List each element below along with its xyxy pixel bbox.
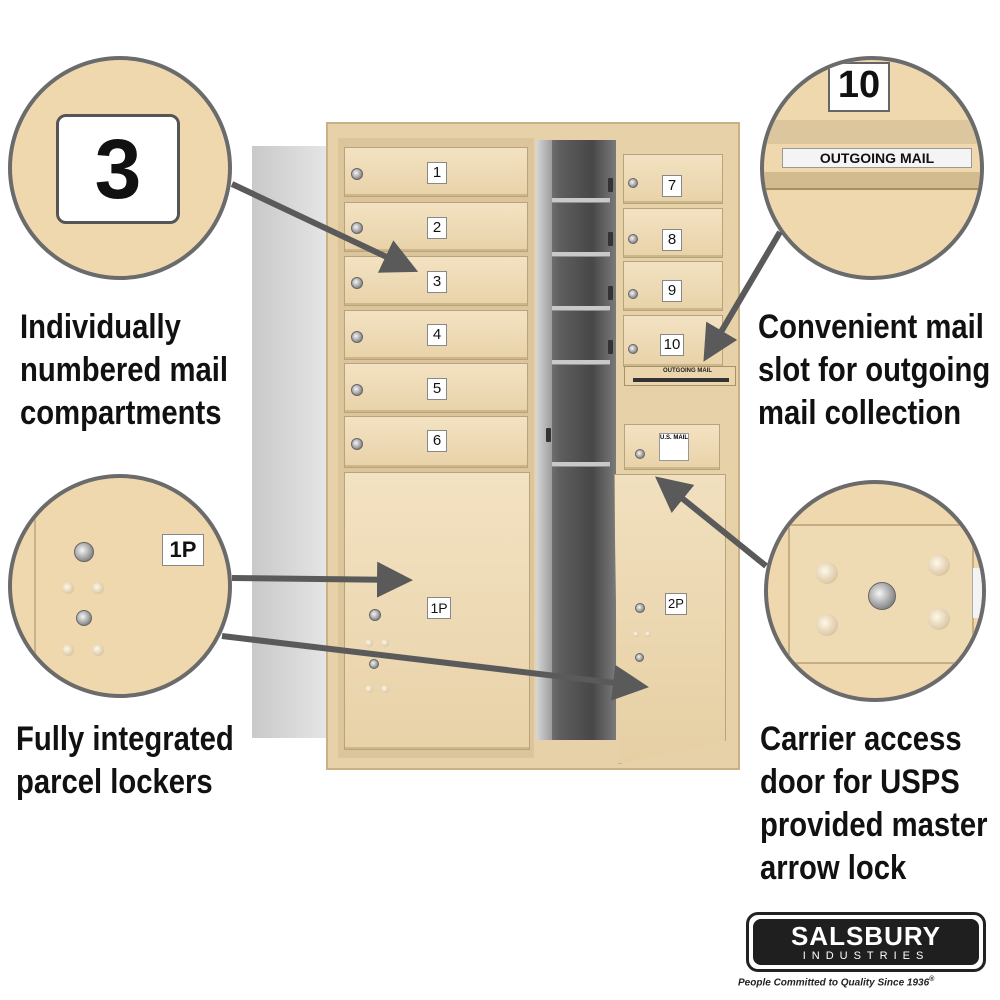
outgoing-slot-opening — [633, 378, 729, 382]
zoom-slot-label: OUTGOING MAIL — [782, 148, 972, 168]
compartment-number: 10 — [660, 334, 684, 356]
compartment-door[interactable]: 6 — [344, 416, 528, 468]
compartment-door[interactable]: 9 — [623, 261, 723, 311]
interior-shelf — [552, 306, 610, 311]
compartment-number: 2 — [427, 217, 447, 239]
arrow-lock-icon — [868, 582, 896, 610]
lock-icon — [628, 344, 638, 354]
arrow-lock-icon — [635, 449, 645, 459]
rivet — [365, 639, 373, 647]
compartment-door[interactable]: 5 — [344, 363, 528, 413]
brand-tagline: People Committed to Quality Since 1936® — [738, 976, 935, 989]
compartment-door[interactable]: 7 — [623, 154, 723, 204]
lock-icon — [628, 234, 638, 244]
rivet — [92, 644, 104, 656]
interior-shelf — [552, 198, 610, 203]
zoom-circle-numbered: 3 — [8, 56, 232, 280]
hinge — [608, 232, 613, 246]
compartment-number: 5 — [427, 378, 447, 400]
caption-outgoing: Convenient mail slot for outgoing mail c… — [758, 308, 991, 432]
hinge — [608, 286, 613, 300]
compartment-number: 6 — [427, 430, 447, 452]
rivet — [62, 582, 74, 594]
zoom-slot-edge — [764, 172, 980, 190]
lock-icon — [351, 438, 363, 450]
zoom-number-tag: 3 — [56, 114, 180, 224]
lock-icon — [76, 610, 92, 626]
hinge — [546, 428, 551, 442]
lock-icon — [628, 178, 638, 188]
compartment-door[interactable]: 2 — [344, 202, 528, 252]
compartment-number: 8 — [662, 229, 682, 251]
zoom-label-edge — [972, 568, 982, 618]
zoom-panel-top — [764, 120, 980, 144]
brand-logo-inner: SALSBURY INDUSTRIES — [753, 919, 979, 965]
lock-icon — [74, 542, 94, 562]
parcel-locker-number: 2P — [665, 593, 687, 615]
usps-label: U.S. MAIL — [659, 433, 689, 461]
hinge — [608, 340, 613, 354]
rivet — [62, 644, 74, 656]
carrier-access-door[interactable]: U.S. MAIL — [624, 424, 720, 470]
compartment-number: 4 — [427, 324, 447, 346]
zoom-circle-carrier — [764, 480, 986, 702]
lock-icon — [351, 222, 363, 234]
compartment-door[interactable]: 8 — [623, 208, 723, 258]
rivet — [928, 554, 950, 576]
lock-icon — [635, 653, 644, 662]
compartment-number: 1 — [427, 162, 447, 184]
outgoing-mail-slot[interactable]: OUTGOING MAIL — [624, 366, 736, 386]
lock-icon — [351, 168, 363, 180]
compartment-number: 9 — [662, 280, 682, 302]
arrow-carrier — [654, 476, 768, 569]
interior-divider — [536, 140, 552, 740]
parcel-locker-door[interactable]: 1P — [344, 472, 530, 750]
zoom-parcel-tag: 1P — [162, 534, 204, 566]
zoom-door-edge — [34, 478, 36, 694]
lock-icon — [351, 331, 363, 343]
zoom-number-tag: 10 — [828, 62, 890, 112]
rivet — [928, 608, 950, 630]
outgoing-slot-label: OUTGOING MAIL — [663, 368, 712, 374]
lock-icon — [628, 289, 638, 299]
compartment-door[interactable]: 1 — [344, 147, 528, 197]
rivet — [381, 639, 389, 647]
caption-parcel: Fully integrated parcel lockers — [16, 720, 234, 801]
lock-icon — [369, 659, 379, 669]
interior-shelf — [552, 360, 610, 365]
caption-numbered: Individually numbered mail compartments — [20, 308, 228, 432]
hinge — [608, 178, 613, 192]
arrow-parcel-2 — [221, 633, 649, 701]
rivet — [645, 631, 651, 637]
parcel-locker-number: 1P — [427, 597, 451, 619]
rivet — [381, 685, 389, 693]
arrow-outgoing — [703, 230, 783, 362]
rivet — [816, 614, 838, 636]
arrow-numbered — [230, 181, 419, 273]
compartment-door[interactable]: 3 — [344, 256, 528, 306]
rivet — [92, 582, 104, 594]
zoom-circle-outgoing: 10 OUTGOING MAIL — [760, 56, 984, 280]
caption-carrier: Carrier access door for USPS provided ma… — [760, 720, 988, 887]
compartment-door[interactable]: 4 — [344, 310, 528, 360]
compartment-number: 7 — [662, 175, 682, 197]
lock-icon — [351, 277, 363, 289]
brand-name: SALSBURY — [790, 921, 942, 951]
lock-icon — [369, 609, 381, 621]
rivet — [633, 631, 639, 637]
rivet — [365, 685, 373, 693]
rivet — [816, 562, 838, 584]
lock-icon — [351, 384, 363, 396]
interior-shelf — [552, 462, 610, 467]
arrow-parcel-1 — [231, 561, 413, 598]
interior-shelf — [552, 252, 610, 257]
brand-subtitle: INDUSTRIES — [802, 950, 930, 962]
lock-icon — [635, 603, 645, 613]
brand-logo: SALSBURY INDUSTRIES — [746, 912, 986, 972]
compartment-number: 3 — [427, 271, 447, 293]
zoom-circle-parcel: 1P — [8, 474, 232, 698]
